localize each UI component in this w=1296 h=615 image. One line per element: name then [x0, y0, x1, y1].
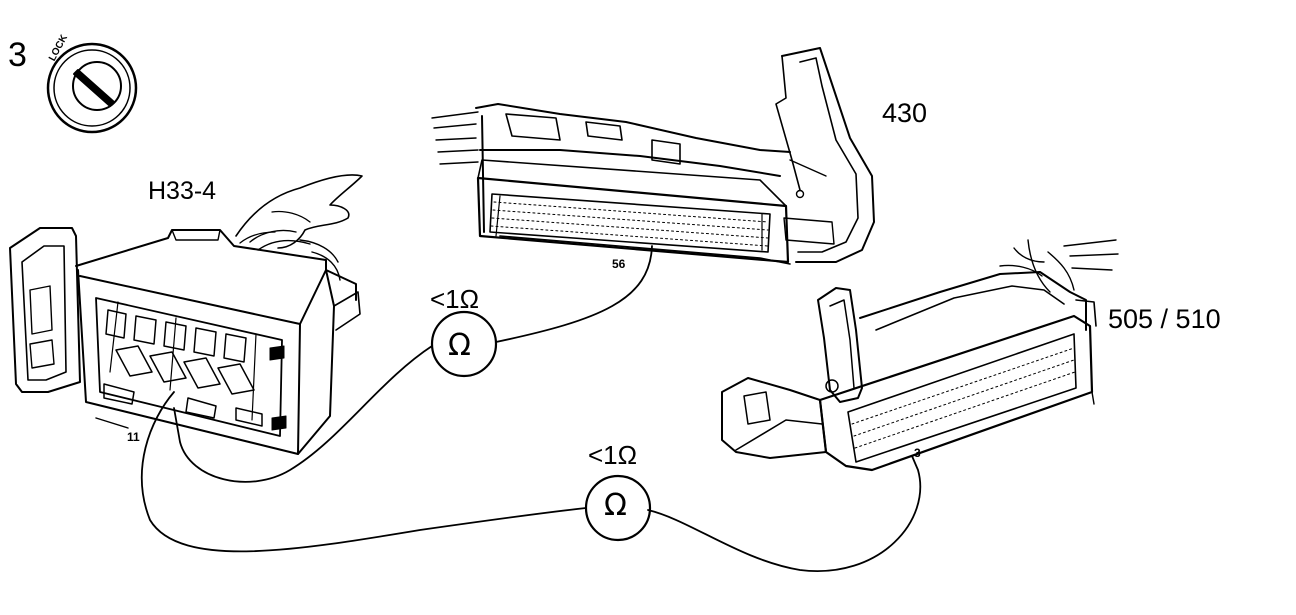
- step-number: 3: [8, 36, 27, 74]
- pin-label-11: 11: [127, 430, 140, 444]
- wire-430-to-meter-a: [495, 245, 653, 343]
- pin-label-56: 56: [612, 257, 626, 271]
- resistance-limit-a: <1Ω: [430, 284, 480, 314]
- pin-label-3: 3: [914, 446, 921, 460]
- wire-meter-a-to-h33: [173, 345, 433, 483]
- ohmmeter-a-icon: [430, 310, 498, 378]
- connector-430: [431, 47, 875, 265]
- resistance-limit-b: <1Ω: [588, 440, 638, 470]
- wire-h33-to-meter-b: [140, 391, 587, 553]
- ohm-symbol-b: Ω: [604, 488, 627, 523]
- connector-label-430: 430: [882, 98, 928, 128]
- wire-meter-b-to-505: [647, 455, 922, 572]
- connector-label-505-510: 505 / 510: [1108, 304, 1221, 334]
- connector-label-h33-4: H33-4: [148, 177, 217, 205]
- hand-icon: [235, 174, 363, 249]
- measurement-wires: [140, 245, 922, 572]
- lock-icon: [46, 42, 138, 134]
- connector-505-510: [721, 239, 1119, 472]
- connector-h33-4: [9, 174, 363, 455]
- ohmmeter-b-icon: [584, 474, 652, 542]
- ohm-symbol-a: Ω: [448, 328, 471, 363]
